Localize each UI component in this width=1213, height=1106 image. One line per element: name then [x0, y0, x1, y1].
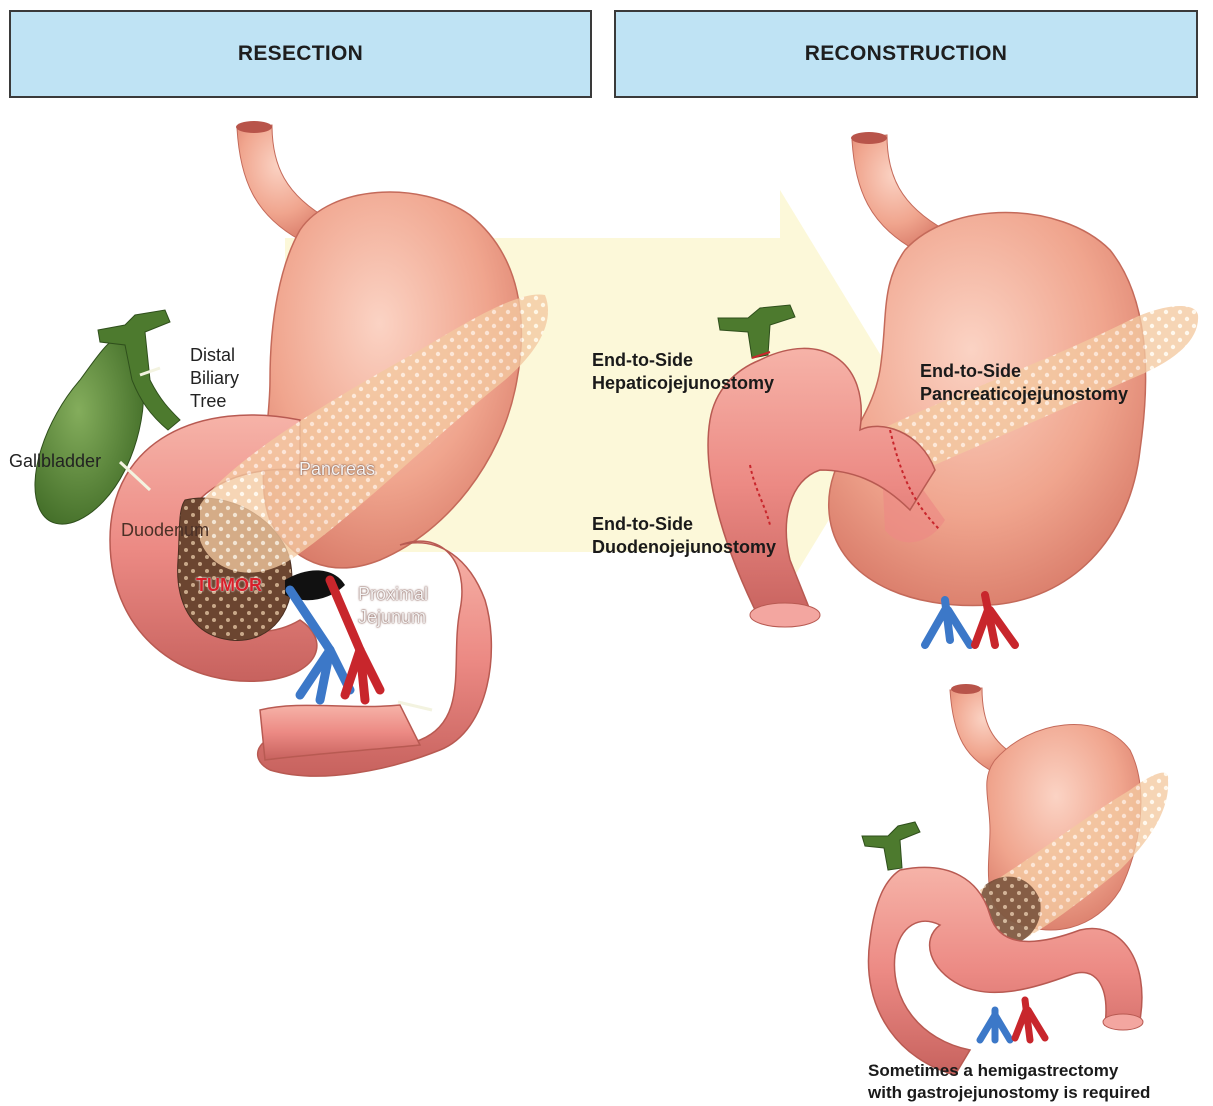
- label-line: End-to-Side: [592, 513, 776, 536]
- label-line: Pancreaticojejunostomy: [920, 383, 1128, 406]
- label-line: Jejunum: [358, 606, 428, 629]
- resection-anatomy: [35, 121, 548, 776]
- label-duodenojejunostomy: End-to-Side Duodenojejunostomy: [592, 513, 776, 559]
- label-line: Duodenojejunostomy: [592, 536, 776, 559]
- label-line: Hepaticojejunostomy: [592, 372, 774, 395]
- biliary-hemi: [862, 822, 920, 870]
- label-line: Biliary: [190, 367, 239, 390]
- caption-line: with gastrojejunostomy is required: [868, 1082, 1150, 1104]
- label-line: End-to-Side: [920, 360, 1128, 383]
- hemigastrectomy-anatomy: [862, 684, 1168, 1075]
- artery-hemi: [1015, 1000, 1045, 1040]
- vein-hemi: [980, 1010, 1010, 1040]
- label-line: Tree: [190, 390, 239, 413]
- label-duodenum: Duodenum: [121, 519, 209, 542]
- label-distal-biliary-tree: Distal Biliary Tree: [190, 344, 239, 413]
- vein-recon: [925, 600, 970, 645]
- label-gallbladder: Gallbladder: [9, 450, 101, 473]
- caption-line: Sometimes a hemigastrectomy: [868, 1060, 1150, 1082]
- label-proximal-jejunum: Proximal Jejunum: [358, 583, 428, 629]
- label-pancreaticojejunostomy: End-to-Side Pancreaticojejunostomy: [920, 360, 1128, 406]
- label-line: End-to-Side: [592, 349, 774, 372]
- label-hepaticojejunostomy: End-to-Side Hepaticojejunostomy: [592, 349, 774, 395]
- label-line: Distal: [190, 344, 239, 367]
- label-tumor: TUMOR: [196, 574, 262, 597]
- label-line: Proximal: [358, 583, 428, 606]
- label-pancreas: Pancreas: [299, 458, 375, 481]
- caption-hemigastrectomy: Sometimes a hemigastrectomy with gastroj…: [868, 1060, 1150, 1104]
